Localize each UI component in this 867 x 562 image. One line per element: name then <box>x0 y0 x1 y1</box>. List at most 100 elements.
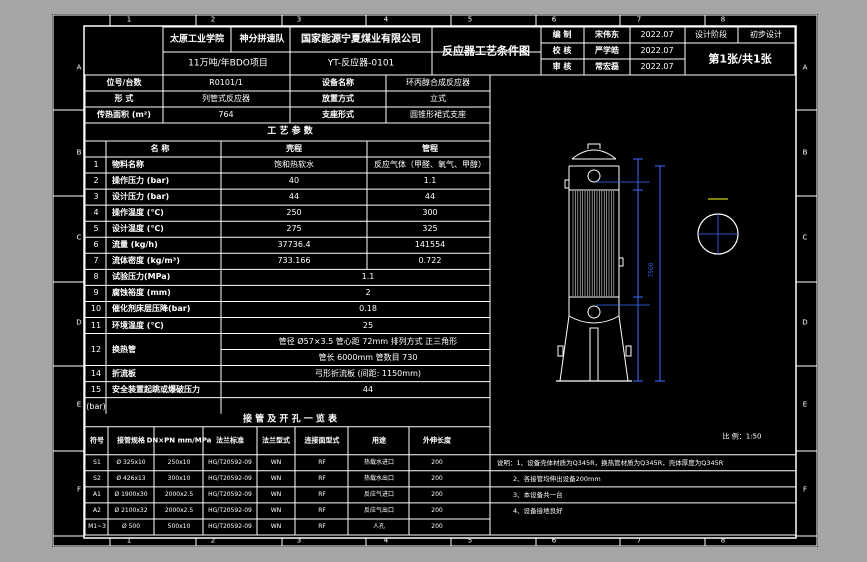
nozzle-std: HG/T20592-09 <box>208 490 252 498</box>
param-name: 折流板 <box>112 368 136 378</box>
zone-number-bottom: 7 <box>636 536 642 545</box>
param-name: 物料名称 <box>112 160 144 170</box>
nozzle-ext: 200 <box>431 474 443 482</box>
role-label: 审 核 <box>552 62 572 71</box>
tube-value: 141554 <box>414 240 446 250</box>
param-name: 流量 (kg/h) <box>112 240 158 250</box>
param-value: 0.18 <box>359 304 377 314</box>
info-key: 支座形式 <box>322 110 354 119</box>
zone-letter-right: E <box>802 400 808 409</box>
row-number: 12 <box>90 344 102 354</box>
param-name: 操作温度 (℃) <box>112 208 164 218</box>
skirt-opening <box>625 345 632 357</box>
nozzle-purpose: 人孔 <box>372 522 386 530</box>
zone-letter-left: C <box>76 233 82 242</box>
nozzle-seq: M1~3 <box>88 522 106 530</box>
stage-value: 初步设计 <box>750 30 782 39</box>
shell-value: 275 <box>286 224 302 234</box>
role-name: 宋伟东 <box>595 30 619 39</box>
nozzle-std: HG/T20592-09 <box>208 522 252 530</box>
skirt <box>559 315 570 382</box>
zone-number-top: 7 <box>636 15 642 24</box>
zone-number-bottom: 6 <box>551 536 557 545</box>
skirt <box>618 315 629 382</box>
info-value: 列管式反应器 <box>202 94 250 103</box>
tube-value: 反应气体（甲醛、氧气、甲醇） <box>374 160 486 170</box>
param-name: 催化剂床层压降(bar) <box>112 304 191 314</box>
row-number: 14 <box>90 368 102 378</box>
zone-number-top: 6 <box>551 15 557 24</box>
nozzle-dn: 2000x2.5 <box>164 490 194 498</box>
nozzle-size: Ø 325x10 <box>116 458 146 466</box>
nozzle-dn: 500x10 <box>167 522 191 530</box>
zone-letter-right: D <box>802 318 808 327</box>
zone-letter-right: A <box>802 63 808 72</box>
zone-letter-right: F <box>802 485 808 494</box>
nozzle-face: RF <box>318 506 326 514</box>
top-nozzle <box>587 143 601 149</box>
param-value: 2 <box>365 288 371 298</box>
nozzle-ext: 200 <box>431 506 443 514</box>
nozzle-header-size: 接管规格 <box>117 436 145 445</box>
row-number: 10 <box>90 304 102 314</box>
nozzle-seq: A2 <box>93 506 101 514</box>
shell-value: 250 <box>286 208 302 218</box>
zone-number-top: 4 <box>383 15 389 24</box>
row-number: 8 <box>93 272 99 282</box>
zone-number-bottom: 4 <box>383 536 389 545</box>
design-note: 3、本设备共一台 <box>513 490 563 499</box>
param-name: 流体密度 (kg/m³) <box>112 256 180 266</box>
zone-number-top: 8 <box>720 15 726 24</box>
nozzle-std: HG/T20592-09 <box>208 458 252 466</box>
nozzle-type: WN <box>270 490 282 498</box>
param-name: 腐蚀裕度 (mm) <box>112 288 171 298</box>
outlet-nozzle <box>587 305 601 319</box>
nozzle-type: WN <box>270 474 282 482</box>
nozzle-purpose: 反应气出口 <box>363 506 395 514</box>
nozzle-seq: S1 <box>93 458 101 466</box>
nozzle-dn: 300x10 <box>167 474 191 482</box>
scale-label: 比 例：1:50 <box>722 432 762 441</box>
zone-number-top: 1 <box>126 15 132 24</box>
nozzle-header-ext: 外伸长度 <box>423 436 451 445</box>
info-value: 764 <box>218 110 234 119</box>
nozzle-face: RF <box>318 458 326 466</box>
inlet-nozzle <box>587 169 601 183</box>
nozzle-header-dn: DN×PN mm/MPa <box>146 436 212 445</box>
param-name: 环境温度 (℃) <box>112 320 164 330</box>
equipment-code: YT-反应器-0101 <box>327 58 395 69</box>
row-number: 15 <box>90 384 102 394</box>
param-name: 安全装置起跳或爆破压力 <box>112 384 200 394</box>
param-name: 设计压力 (bar) <box>112 192 170 202</box>
left-table <box>84 74 491 536</box>
row-number: 6 <box>93 240 99 250</box>
param-name: 试验压力(MPa) <box>112 272 171 282</box>
nozzle-ext: 200 <box>431 458 443 466</box>
zone-number-top: 3 <box>296 15 302 24</box>
company-name: 国家能源宁夏煤业有限公司 <box>301 34 421 45</box>
outer-border <box>52 14 818 547</box>
outlet-pipe <box>589 327 599 382</box>
process-header-shell: 壳程 <box>286 144 302 153</box>
design-note: 2、各接管均伸出设备200mm <box>513 474 601 483</box>
info-key: 位号/台数 <box>106 78 142 87</box>
row-number: 5 <box>93 224 99 234</box>
process-title: 工 艺 参 数 <box>267 126 313 137</box>
nozzle-face: RF <box>318 490 326 498</box>
role-name: 常宏磊 <box>595 62 619 71</box>
zone-number-bottom: 1 <box>126 536 132 545</box>
row-number: 4 <box>93 208 99 218</box>
zone-letter-left: D <box>76 318 82 327</box>
zone-number-bottom: 8 <box>720 536 726 545</box>
zone-letter-left: B <box>76 148 82 157</box>
nozzle-std: HG/T20592-09 <box>208 474 252 482</box>
zone-number-bottom: 5 <box>467 536 473 545</box>
nozzle-title: 接 管 及 开 孔 一 览 表 <box>243 414 337 425</box>
info-value: 环丙醇合成反应器 <box>406 78 470 87</box>
design-note: 说明：1、设备壳体材质为Q345R，换热管材质为Q345R，壳体厚度为Q345R <box>497 458 724 467</box>
role-name: 严学皓 <box>595 46 619 55</box>
nozzle-seq: A1 <box>93 490 101 498</box>
shell-value: 37736.4 <box>277 240 311 250</box>
